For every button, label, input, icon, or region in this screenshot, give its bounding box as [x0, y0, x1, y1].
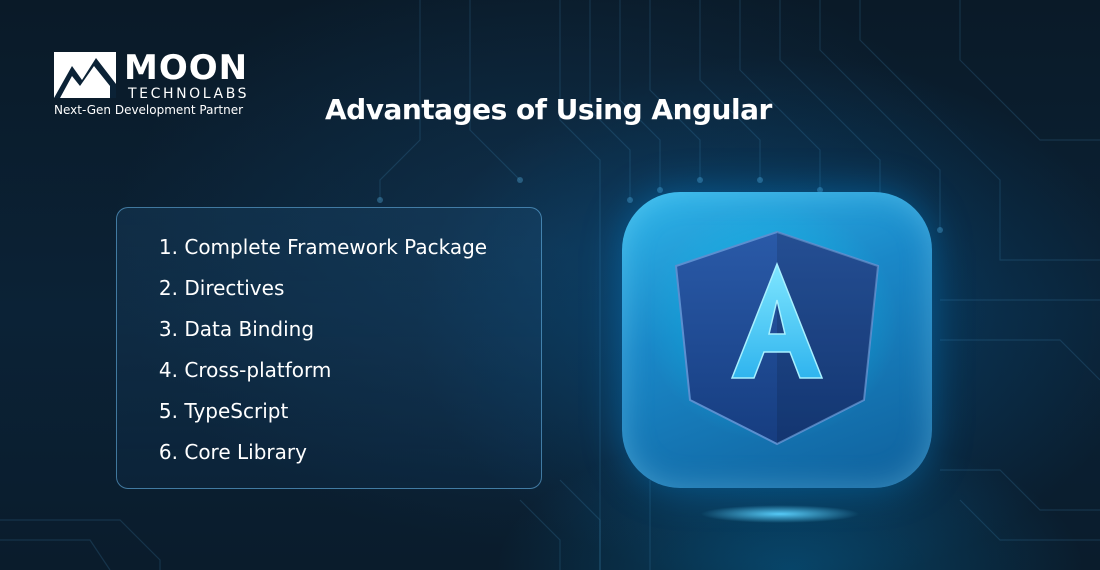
brand-sub: TECHNOLABS — [128, 86, 250, 102]
glow-decoration — [700, 505, 860, 523]
list-item-number: 2. — [158, 276, 178, 300]
list-item-label: Cross-platform — [184, 358, 332, 382]
list-item-number: 3. — [158, 317, 178, 341]
list-item-label: Data Binding — [184, 317, 315, 341]
mountain-logo-icon — [54, 52, 116, 98]
list-item-label: Core Library — [184, 440, 307, 464]
list-item: 3. Data Binding — [117, 310, 541, 351]
list-item: 1. Complete Framework Package — [117, 228, 541, 269]
angular-tile — [622, 192, 932, 488]
list-item-number: 1. — [158, 235, 178, 259]
list-item-label: Complete Framework Package — [184, 235, 488, 259]
list-item-label: TypeScript — [184, 399, 289, 423]
advantages-card: 1. Complete Framework Package 2. Directi… — [116, 207, 542, 489]
brand-logo[interactable]: MOON TECHNOLABS Next-Gen Development Par… — [54, 48, 264, 122]
list-item-number: 6. — [158, 440, 178, 464]
angular-logo-icon — [674, 230, 880, 446]
brand-name: MOON — [124, 48, 249, 88]
brand-tagline: Next-Gen Development Partner — [54, 103, 244, 117]
list-item-label: Directives — [184, 276, 285, 300]
list-item-number: 5. — [158, 399, 178, 423]
page-title: Advantages of Using Angular — [325, 93, 772, 126]
list-item: 4. Cross-platform — [117, 351, 541, 392]
list-item: 2. Directives — [117, 269, 541, 310]
list-item-number: 4. — [158, 358, 178, 382]
list-item: 5. TypeScript — [117, 392, 541, 433]
list-item: 6. Core Library — [117, 433, 541, 474]
advantages-list: 1. Complete Framework Package 2. Directi… — [117, 228, 541, 474]
